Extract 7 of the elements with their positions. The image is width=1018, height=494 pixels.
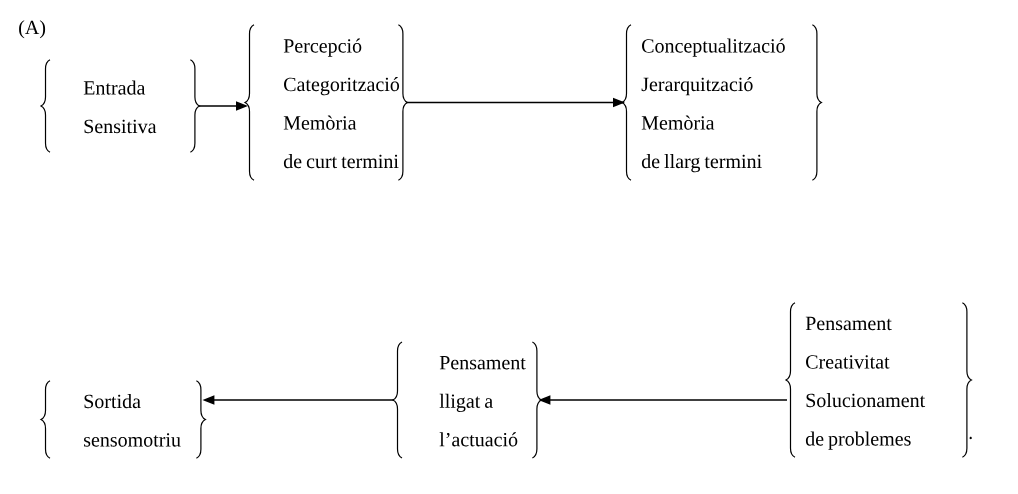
- brace-group: Percepció Categorització Memòria de curt termini: [244, 24, 408, 181]
- punctuation-mark: .: [969, 436, 972, 440]
- brace-group: Entrada Sensitiva: [40, 59, 200, 153]
- panel-label: (A): [19, 20, 46, 39]
- brace-group: Conceptualització Jerarquització Memòria de llarg termini: [621, 24, 822, 181]
- brace-group: Pensament lligat a l’actuació: [392, 341, 542, 459]
- brace-group: Sortida sensomotriu: [40, 380, 206, 459]
